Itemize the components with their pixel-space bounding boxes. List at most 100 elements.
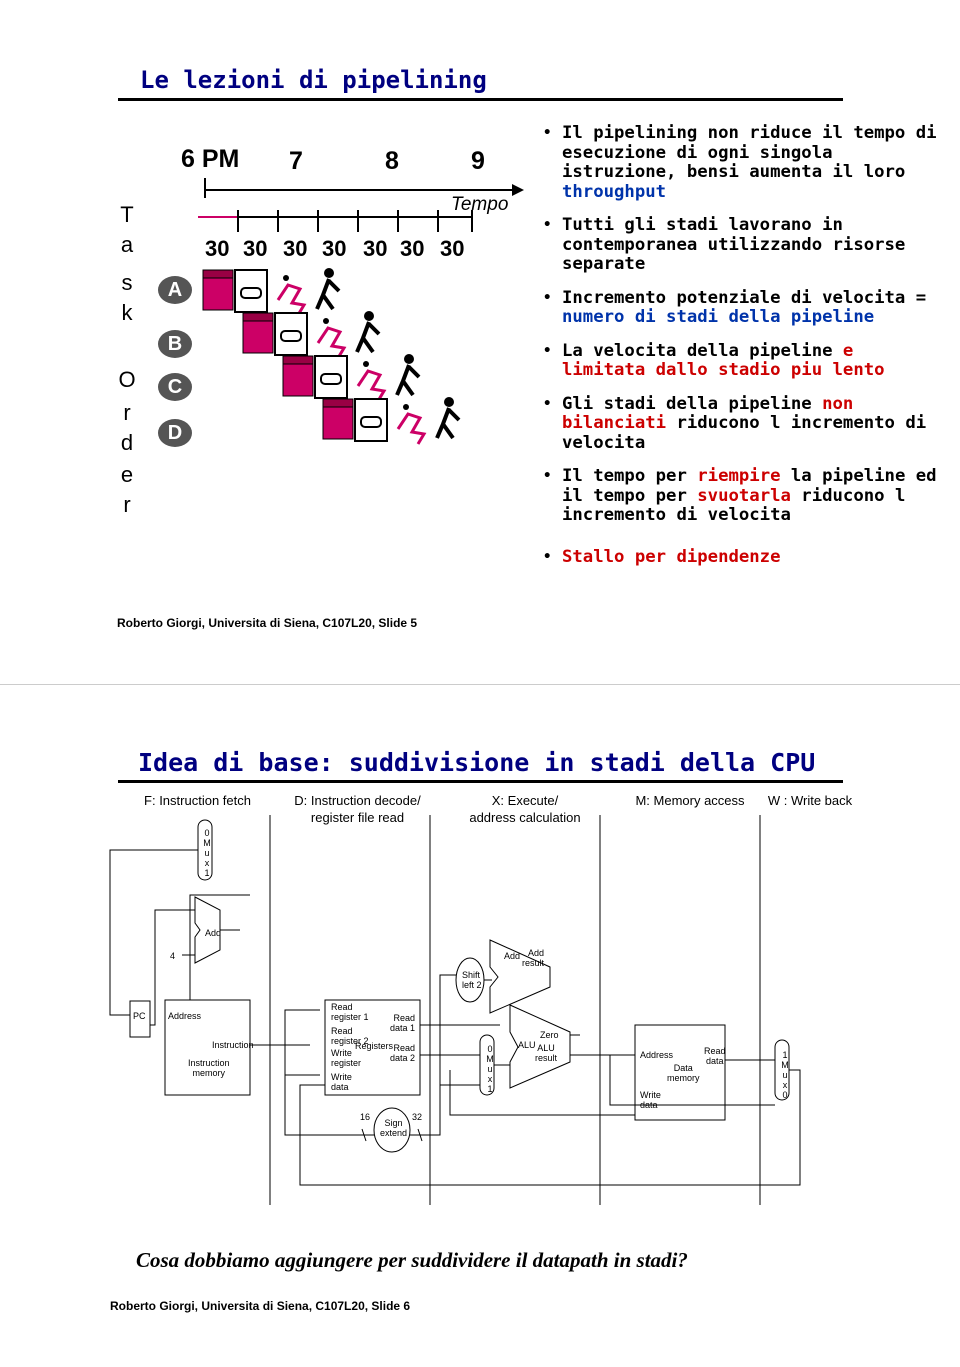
task-badge-a: A [158, 276, 192, 304]
duration-label: 30 [400, 236, 425, 261]
duration-label: 30 [283, 236, 308, 261]
task-d-washer [322, 398, 354, 440]
task-order-letter: k [121, 300, 133, 325]
lesson-text: Il tempo per [562, 466, 698, 486]
lesson-bullet: La velocita della pipeline e limitata da… [543, 340, 943, 381]
slide6-footer: Roberto Giorgi, Universita di Siena, C10… [110, 1299, 411, 1313]
mux2-label: 0 M u x 1 [486, 1044, 494, 1094]
alu-label: ALU [518, 1040, 536, 1050]
time-label-7: 7 [289, 147, 303, 175]
shift-left-label: Shift left 2 [462, 970, 482, 990]
add-result-label: Add result [522, 948, 545, 968]
task-b-store [355, 311, 381, 354]
tempo-label: Tempo [451, 194, 509, 215]
lesson-bullet: Il pipelining non riduce il tempo di ese… [543, 123, 943, 202]
lesson-text: Tutti gli stadi lavorano in contemporane… [562, 215, 906, 274]
duration-label: 30 [440, 236, 465, 261]
read-data2-label: Read data 2 [390, 1043, 416, 1063]
task-c-fold [356, 361, 387, 402]
lesson-text: Stallo per dipendenze [562, 546, 781, 567]
slide-separator [0, 684, 960, 685]
lesson-text: non bilanciati [562, 393, 854, 433]
read-reg1-label: Read register 1 [331, 1002, 369, 1022]
lesson-bullet: Tutti gli stadi lavorano in contemporane… [543, 215, 943, 275]
lesson-text: La velocita della pipeline [562, 340, 843, 361]
slide6-title: Idea di base: suddivisione in stadi dell… [138, 748, 816, 777]
duration-label: 30 [322, 236, 347, 261]
lesson-bullet: Stallo per dipendenze [543, 546, 943, 568]
write-reg-label: Write register [331, 1048, 362, 1068]
task-order-letter: O [118, 367, 136, 392]
write-data-label: Write data [331, 1072, 352, 1092]
lesson-text: numero di stadi della pipeline [562, 307, 875, 327]
imem-address-label: Address [168, 1011, 202, 1021]
time-label-8: 8 [385, 147, 399, 175]
lesson-text: la pipeline ed il tempo per [562, 466, 937, 506]
stage-header: D: Instruction decode/ register file rea… [294, 793, 421, 825]
lesson-bullet: Il tempo per riempire la pipeline ed il … [543, 466, 943, 526]
slide5-footer: Roberto Giorgi, Universita di Siena, C10… [117, 616, 418, 630]
lesson-text: svuotarla [697, 485, 791, 506]
pipeline-timeline [198, 178, 524, 232]
stage-header: X: Execute/ address calculation [469, 793, 581, 825]
task-a-store [315, 268, 341, 311]
zero-label: Zero [540, 1030, 559, 1040]
lesson-text: Gli stadi della pipeline [562, 393, 823, 414]
task-a-dryer [234, 269, 268, 313]
task-b-washer [242, 312, 274, 354]
task-order-letter: e [120, 462, 134, 487]
imem-label: Instruction memory [188, 1058, 230, 1078]
slide5-title: Le lezioni di pipelining [140, 66, 487, 94]
registers-label: Registers [355, 1041, 394, 1051]
dmem-address-label: Address [640, 1050, 674, 1060]
lesson-text: riducono l incremento di velocita [562, 413, 927, 453]
branch-add-label: Add [504, 951, 521, 961]
task-a-fold [276, 275, 307, 316]
task-order-letter: r [123, 492, 131, 517]
lesson-text: Incremento potenziale di velocita = [562, 287, 927, 308]
task-badge-b: B [158, 330, 192, 358]
task-order-letter: d [120, 430, 134, 455]
stage-header: F: Instruction fetch [144, 793, 251, 808]
mux1-label: 0 M u x 1 [203, 828, 211, 878]
lesson-bullet: Gli stadi della pipeline non bilanciati … [543, 393, 943, 454]
task-c-store [395, 354, 421, 397]
task-order-letter: s [121, 270, 133, 295]
lesson-text: riempire [697, 466, 781, 486]
task-order-letter: r [123, 400, 131, 425]
imem-instruction-label: Instruction [212, 1040, 254, 1050]
lesson-text: e limitata dallo stadio piu lento [562, 340, 885, 380]
task-a-washer [202, 269, 234, 311]
task-order-letter: T [120, 202, 134, 227]
task-badge-c: C [158, 373, 192, 401]
task-d-dryer [354, 398, 388, 442]
duration-label: 30 [243, 236, 268, 261]
constant-four-label: 4 [170, 951, 176, 961]
datapath-diagram [109, 815, 801, 1205]
thirtytwo-label: 32 [412, 1112, 423, 1122]
laundry-tasks [202, 268, 461, 445]
lesson-bullet: Incremento potenziale di velocita = nume… [543, 287, 943, 328]
alu-result-label: ALU result [535, 1043, 558, 1063]
task-c-washer [282, 355, 314, 397]
pc-label: PC [133, 1011, 146, 1021]
time-label-9: 9 [471, 147, 485, 175]
task-d-fold [396, 404, 427, 445]
task-c-dryer [314, 355, 348, 399]
read-data1-label: Read data 1 [390, 1013, 416, 1033]
time-label-6pm: 6 PM [181, 145, 240, 173]
sign-extend-label: Sign extend [380, 1118, 408, 1138]
stage-header: M: Memory access [635, 793, 745, 808]
pipelining-lessons-list: Il pipelining non riduce il tempo di ese… [543, 123, 943, 581]
dmem-label: Data memory [667, 1063, 700, 1083]
dmem-write-data-label: Write data [640, 1090, 661, 1110]
lesson-text: Il pipelining non riduce il tempo di ese… [562, 123, 937, 182]
slide6-title-rule [118, 780, 843, 783]
read-reg2-label: Read register 2 [331, 1026, 369, 1046]
task-b-fold [316, 318, 347, 359]
dmem-read-data-label: Read data [704, 1046, 726, 1066]
duration-label: 30 [363, 236, 388, 261]
task-d-store [435, 397, 461, 440]
lesson-text: riducono l incremento di velocita [562, 485, 906, 525]
task-b-dryer [274, 312, 308, 356]
